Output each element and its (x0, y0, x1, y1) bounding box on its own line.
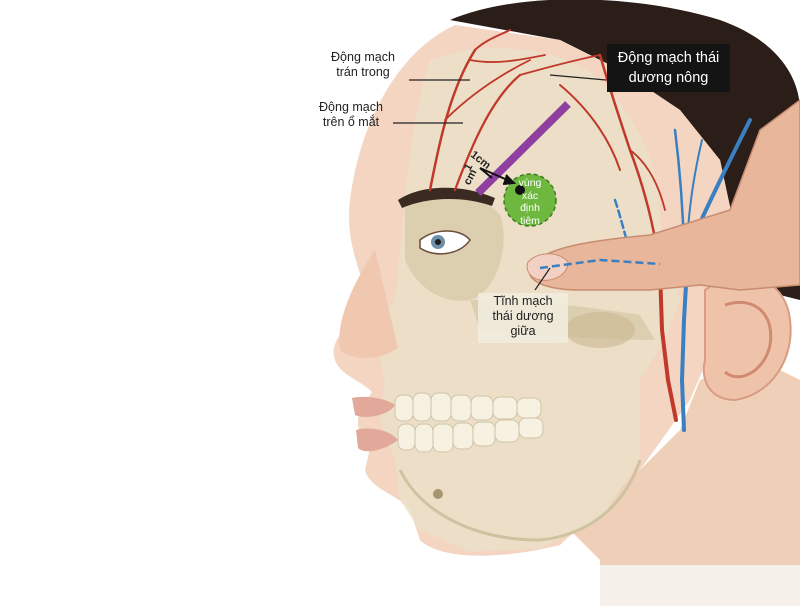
injection-zone-label-line4: tiêm (520, 214, 540, 227)
injection-zone-label-line3: định (520, 202, 540, 214)
mental-foramen (433, 489, 443, 499)
pointing-finger (529, 99, 800, 291)
temporal-artery-label: Động mạch thái dương nông (607, 44, 730, 92)
temporal-artery-label-line1: Động mạch thái (617, 50, 720, 66)
supraorbital-artery-label: Động mạch trên ổ mắt (306, 100, 396, 130)
temporal-fossa-shadow (565, 312, 635, 348)
mandible (398, 459, 642, 542)
middle-temporal-vein-label: Tĩnh mạch thái dương giữa (478, 294, 568, 339)
supraorbital-artery-label-line1: Động mạch (319, 100, 383, 114)
ear-inner (724, 300, 773, 379)
eyebrow (398, 187, 495, 208)
arteries (428, 29, 678, 422)
injection-point-dot (515, 185, 525, 195)
frontal-artery-label-line2: trán trong (336, 65, 390, 79)
injection-zone-label-line2: xác (521, 189, 539, 202)
measurement-arrows (479, 167, 517, 185)
eye (419, 230, 471, 255)
pupil (435, 239, 441, 245)
temporal-artery-label-line2: dương nông (628, 70, 709, 86)
fingertip-vein-overlay (539, 258, 661, 270)
middle-temporal-vein-label-line1: Tĩnh mạch (493, 294, 553, 308)
injection-zone-label: vùng xác định tiêm (505, 177, 555, 227)
nose (339, 250, 398, 359)
neck-skin (540, 360, 800, 606)
lips (352, 396, 398, 452)
guide-line (475, 101, 571, 196)
middle-temporal-vein-box (478, 293, 568, 343)
supraorbital-artery-label-line2: trên ổ mắt (322, 115, 380, 129)
injection-zone-label-line1: vùng (518, 177, 542, 189)
middle-temporal-vein-label-line3: giữa (510, 324, 536, 338)
teeth (394, 392, 544, 453)
leader-lines (393, 74, 607, 291)
middle-temporal-vein-label-line2: thái dương (492, 309, 554, 323)
frontal-artery-label: Động mạch trán trong (318, 50, 408, 80)
shadow-base (600, 565, 800, 606)
frontal-artery-label-line1: Động mạch (331, 50, 395, 64)
